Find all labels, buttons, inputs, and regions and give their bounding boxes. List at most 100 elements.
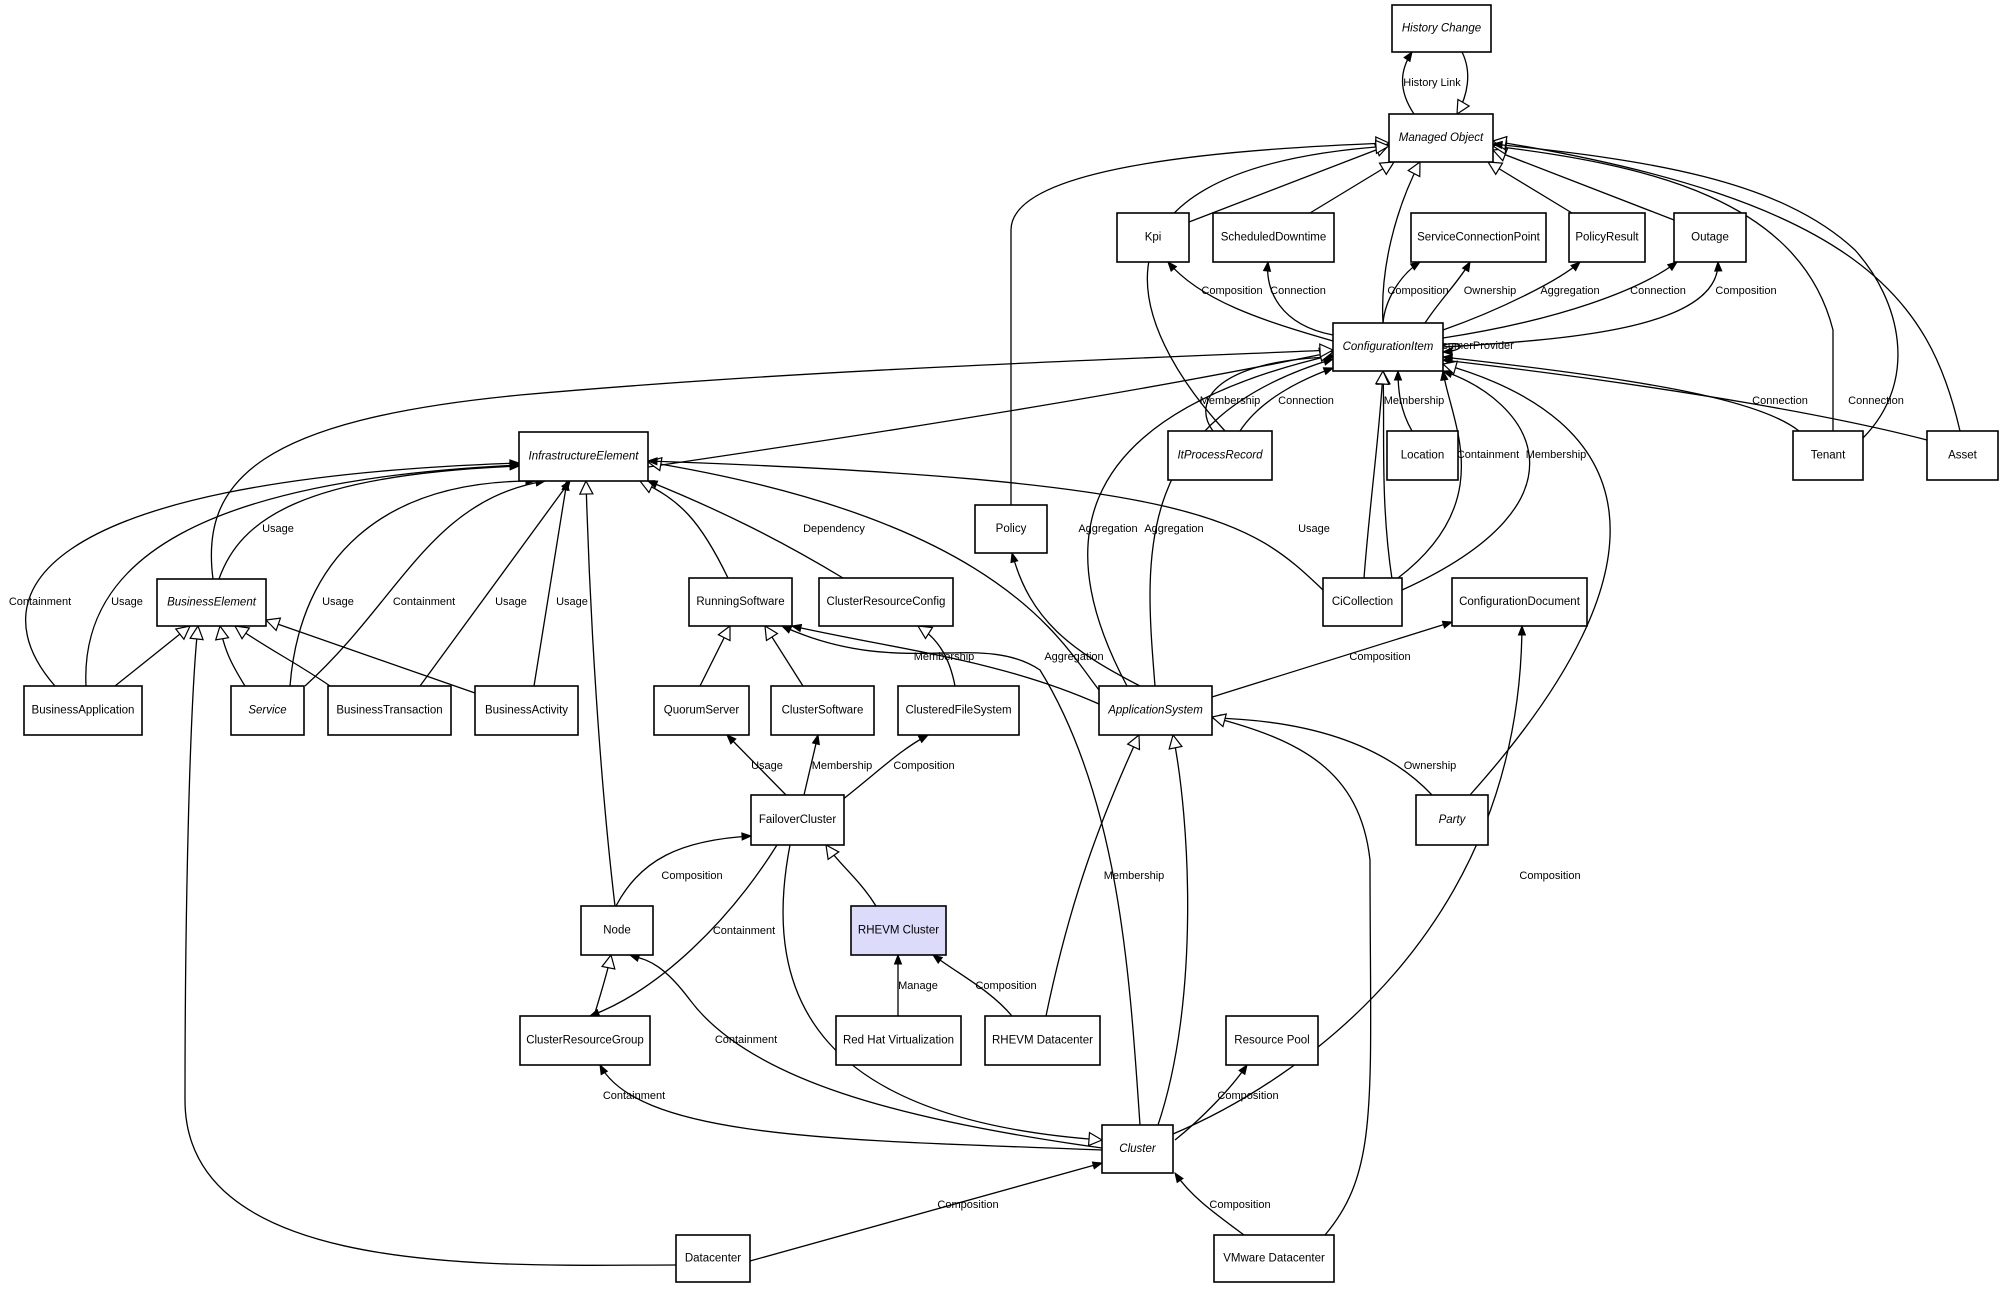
class-box xyxy=(230,685,305,736)
class-node-configuration-document[interactable]: ConfigurationDocument xyxy=(1451,577,1588,627)
class-name: Kpi xyxy=(1145,232,1162,244)
class-node-service-connection-point[interactable]: ServiceConnectionPoint xyxy=(1410,212,1547,263)
class-node-rhevm-cluster[interactable]: RHEVM Cluster xyxy=(850,905,947,956)
class-node-ci-collection[interactable]: CiCollection xyxy=(1322,577,1403,627)
class-node-policy[interactable]: Policy xyxy=(974,504,1048,554)
class-node-quorum-server[interactable]: QuorumServer xyxy=(653,685,750,736)
edge-cluster-resource-group-to-node xyxy=(593,953,616,1017)
class-box xyxy=(835,1015,962,1066)
generalization-arrowhead xyxy=(1319,343,1335,359)
class-name: BusinessElement xyxy=(167,597,257,609)
edge-label: Membership xyxy=(1526,449,1587,461)
association-arrowhead xyxy=(1441,369,1454,379)
class-node-policy-result[interactable]: PolicyResult xyxy=(1568,212,1646,263)
class-node-datacenter[interactable]: Datacenter xyxy=(675,1234,751,1283)
class-node-red-hat-virtualization[interactable]: Red Hat Virtualization xyxy=(835,1015,962,1066)
edge-configuration-item-to-service-connection-point-composition xyxy=(1382,261,1422,324)
class-node-history-change[interactable]: History Change xyxy=(1391,4,1492,53)
association-arrowhead xyxy=(1238,1063,1248,1076)
edge-rhevm-cluster-to-failover-cluster xyxy=(825,843,877,907)
edge-configuration-item-to-scheduled-downtime-connection xyxy=(1262,260,1334,336)
edge-label: Usage xyxy=(322,596,354,608)
association-arrowhead xyxy=(1666,261,1679,272)
edge-rhevm-datacenter-to-application-system-membership xyxy=(1045,733,1141,1017)
class-node-it-process-record[interactable]: ItProcessRecord xyxy=(1167,430,1273,481)
association-arrowhead xyxy=(1714,260,1723,272)
class-node-vmware-datacenter[interactable]: VMware Datacenter xyxy=(1213,1234,1335,1283)
edge-cluster-software-to-running-software xyxy=(764,624,804,687)
class-name: Outage xyxy=(1691,232,1729,244)
class-node-resource-pool[interactable]: Resource Pool xyxy=(1225,1015,1319,1066)
class-box xyxy=(750,794,845,846)
class-node-failover-cluster[interactable]: FailoverCluster xyxy=(750,794,845,846)
association-arrowhead xyxy=(1409,261,1422,271)
class-box xyxy=(688,577,793,627)
class-box xyxy=(675,1234,751,1283)
class-node-managed-object[interactable]: Managed Object xyxy=(1388,113,1494,163)
class-node-kpi[interactable]: Kpi xyxy=(1116,212,1190,263)
class-node-scheduled-downtime[interactable]: ScheduledDowntime xyxy=(1212,212,1335,263)
edge-cluster-to-configuration-document-composition xyxy=(1172,624,1527,1135)
edge-label: Containment xyxy=(715,1034,777,1046)
generalization-arrowhead xyxy=(1374,369,1390,385)
class-node-cluster-software[interactable]: ClusterSoftware xyxy=(770,685,875,736)
class-node-cluster[interactable]: Cluster xyxy=(1101,1124,1174,1174)
class-node-clustered-file-system[interactable]: ClusteredFileSystem xyxy=(897,685,1020,736)
edge-label: Composition xyxy=(661,870,722,882)
class-node-cluster-resource-group[interactable]: ClusterResourceGroup xyxy=(519,1015,651,1066)
edge-business-application-to-infrastructure-element-usage xyxy=(85,461,521,687)
class-box xyxy=(653,685,750,736)
class-name: ConfigurationItem xyxy=(1343,341,1434,353)
edge-cluster-to-application-system xyxy=(1157,733,1189,1126)
edge-tenant-to-managed-object-connection xyxy=(1491,140,1899,439)
association-arrowhead xyxy=(1393,369,1403,381)
generalization-arrowhead xyxy=(264,617,282,632)
class-node-application-system[interactable]: ApplicationSystem xyxy=(1098,685,1213,736)
edge-label: ConsumerProvider xyxy=(1422,340,1514,352)
edge-node-to-infrastructure-element xyxy=(578,479,616,907)
edge-label: Aggregation xyxy=(1078,523,1137,535)
class-name: Tenant xyxy=(1811,450,1846,462)
class-node-tenant[interactable]: Tenant xyxy=(1792,430,1864,481)
class-node-service[interactable]: Service xyxy=(230,685,305,736)
edge-application-system-to-running-software-membership xyxy=(790,623,1100,705)
class-node-outage[interactable]: Outage xyxy=(1673,212,1747,263)
edge-label: Composition xyxy=(1217,1090,1278,1102)
edge-label: Manage xyxy=(898,980,938,992)
class-node-infrastructure-element[interactable]: InfrastructureElement xyxy=(518,431,649,482)
association-arrowhead xyxy=(811,733,820,746)
generalization-arrowhead xyxy=(174,625,192,641)
association-arrowhead xyxy=(1262,260,1272,272)
class-name: RunningSoftware xyxy=(696,596,784,608)
class-node-cluster-resource-config[interactable]: ClusterResourceConfig xyxy=(818,577,954,627)
class-node-configuration-item[interactable]: ConfigurationItem xyxy=(1332,322,1444,372)
class-node-asset[interactable]: Asset xyxy=(1926,430,1999,481)
class-node-business-transaction[interactable]: BusinessTransaction xyxy=(327,685,452,736)
class-node-party[interactable]: Party xyxy=(1415,794,1489,846)
class-name: BusinessTransaction xyxy=(336,705,442,717)
class-node-node[interactable]: Node xyxy=(580,905,654,956)
edges-layer xyxy=(25,50,1961,1266)
edge-label: Containment xyxy=(9,596,71,608)
class-node-location[interactable]: Location xyxy=(1386,430,1459,481)
association-arrowhead xyxy=(599,1063,609,1076)
class-name: PolicyResult xyxy=(1575,232,1639,244)
class-node-running-software[interactable]: RunningSoftware xyxy=(688,577,793,627)
edge-policy-result-to-managed-object xyxy=(1486,161,1573,214)
edge-service-to-business-element xyxy=(214,624,246,687)
class-node-business-element[interactable]: BusinessElement xyxy=(156,578,267,627)
edge-label: Membership xyxy=(1200,395,1261,407)
edge-label: Usage xyxy=(111,596,143,608)
edge-label: Composition xyxy=(1201,285,1262,297)
class-node-rhevm-datacenter[interactable]: RHEVM Datacenter xyxy=(984,1015,1101,1066)
class-node-business-activity[interactable]: BusinessActivity xyxy=(474,685,579,736)
class-name: ClusterSoftware xyxy=(782,705,864,717)
class-name: Location xyxy=(1401,450,1444,462)
class-node-business-application[interactable]: BusinessApplication xyxy=(23,685,143,736)
association-arrowhead xyxy=(1517,624,1527,636)
edge-label: Aggregation xyxy=(1044,651,1103,663)
edge-label: Connection xyxy=(1848,395,1904,407)
edge-cluster-to-resource-pool-composition xyxy=(1174,1063,1248,1141)
class-name: ApplicationSystem xyxy=(1107,705,1203,717)
